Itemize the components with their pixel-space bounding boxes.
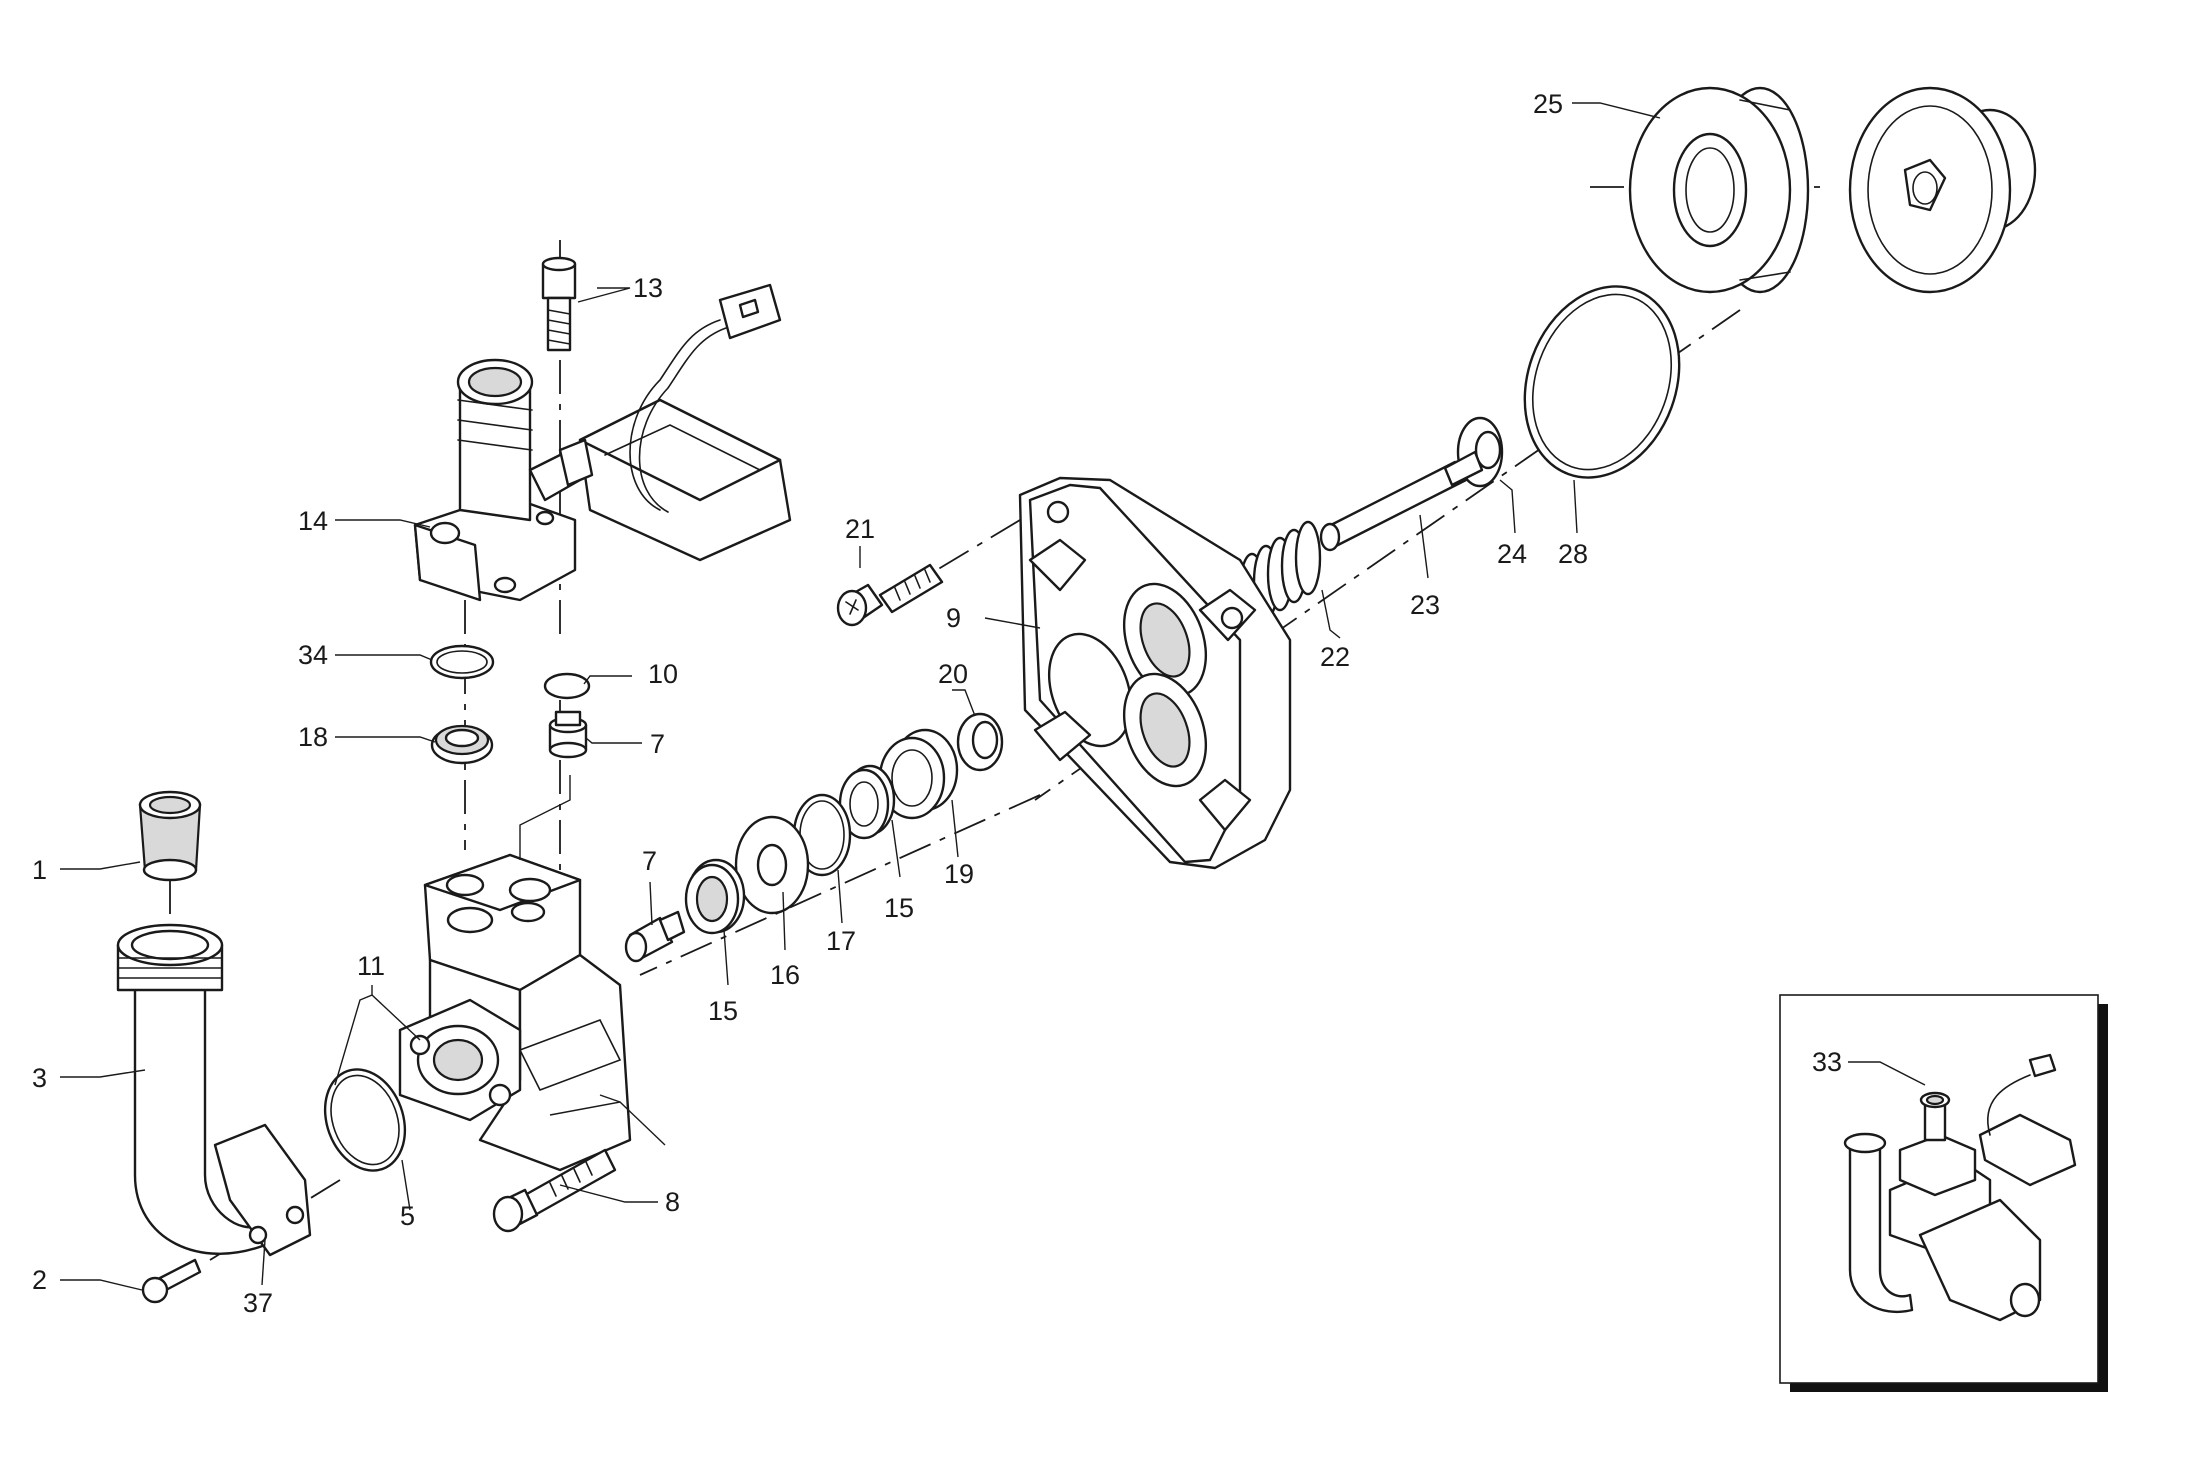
part-20-seal (956, 712, 1004, 772)
label-14: 14 (298, 506, 328, 536)
label-16: 16 (770, 960, 800, 990)
label-11: 11 (357, 951, 385, 981)
assembled-view-inset: 33 (1779, 994, 2108, 1392)
label-37: 37 (243, 1288, 273, 1318)
label-7-lower: 7 (642, 846, 657, 876)
part-21-screw (836, 563, 944, 627)
label-34: 34 (298, 640, 328, 670)
part-19-ring (878, 728, 959, 820)
part-1-filter (138, 790, 202, 882)
label-19: 19 (944, 859, 974, 889)
part-10-ring (543, 672, 591, 700)
part-13-bolt (541, 256, 577, 352)
label-28: 28 (1558, 539, 1588, 569)
label-23: 23 (1410, 590, 1440, 620)
label-2: 2 (32, 1265, 47, 1295)
label-7-upper: 7 (650, 729, 665, 759)
part-7-valve-lower (624, 910, 686, 963)
label-1: 1 (32, 855, 47, 885)
part-5-o-ring (323, 1068, 407, 1172)
part-15-seal-upper (838, 764, 896, 840)
part-14-valve-block (413, 358, 582, 602)
label-24: 24 (1497, 539, 1527, 569)
label-33: 33 (1812, 1047, 1842, 1077)
label-22: 22 (1320, 642, 1350, 672)
part-23-shaft (1319, 450, 1484, 552)
part-25-cover (1848, 86, 2037, 294)
label-10: 10 (648, 659, 678, 689)
part-18-seal (430, 724, 494, 765)
label-8: 8 (665, 1187, 680, 1217)
part-8-screw (492, 1148, 617, 1233)
label-15-upper: 15 (884, 893, 914, 923)
pump-head-body (398, 853, 632, 1172)
part-34-o-ring-inner (436, 650, 488, 674)
part-7-valve-upper (548, 710, 588, 759)
label-13: 13 (633, 273, 663, 303)
label-17: 17 (826, 926, 856, 956)
label-21: 21 (845, 514, 875, 544)
part-2-screw (141, 1258, 202, 1304)
part-28-o-ring-inner (1531, 293, 1673, 471)
part-15-seal-lower (684, 858, 746, 935)
label-25: 25 (1533, 89, 1563, 119)
part-9-pump-housing (1018, 476, 1292, 870)
label-18: 18 (298, 722, 328, 752)
callouts: 25 13 14 21 9 34 10 18 7 20 1 7 19 15 17… (32, 89, 1661, 1318)
label-9: 9 (946, 603, 961, 633)
part-25-bearing (1628, 86, 1810, 294)
label-5: 5 (400, 1201, 415, 1231)
part-3-elbow-pipe (116, 923, 312, 1257)
label-15-lower: 15 (708, 996, 738, 1026)
part-28-o-ring (1523, 285, 1681, 479)
solenoid-sensor (558, 283, 792, 562)
label-3: 3 (32, 1063, 47, 1093)
part-16-washer (734, 815, 810, 915)
part-5-o-ring-inner (330, 1074, 400, 1166)
label-20: 20 (938, 659, 968, 689)
assembled-unit (1843, 1053, 2077, 1322)
